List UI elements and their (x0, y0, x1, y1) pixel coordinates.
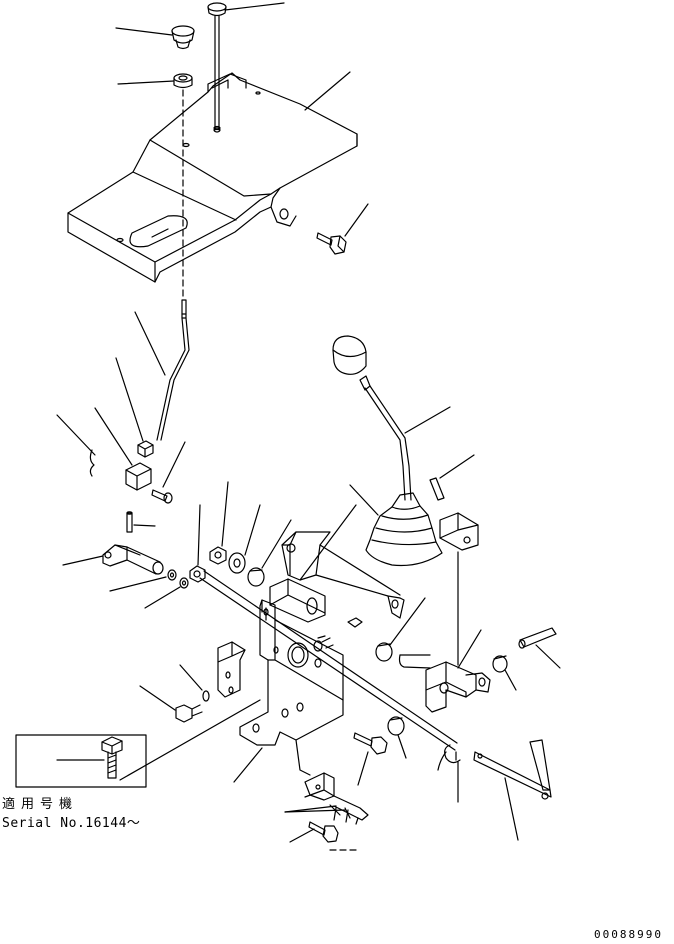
lever-knob (333, 336, 366, 374)
leader-line (57, 415, 95, 455)
leader-line (350, 485, 378, 515)
leader-line (225, 3, 284, 10)
lock-washer (203, 691, 209, 701)
axis-line (296, 740, 310, 775)
main-bracket-plate (240, 600, 343, 745)
leader-line (290, 829, 314, 842)
washer (168, 570, 176, 580)
leader-line (198, 505, 200, 565)
leader-line (234, 748, 262, 782)
pin-small (430, 478, 444, 500)
leader-line (405, 407, 450, 433)
break-symbol (90, 450, 94, 476)
serial-number: Serial No.16144～ (2, 816, 141, 831)
serial-label-jp: 適用号機 (2, 797, 79, 812)
bushing-right (493, 656, 507, 672)
washer-large (229, 553, 245, 573)
clamp-block (126, 463, 151, 490)
pin-right (519, 628, 556, 648)
nut-2 (190, 566, 205, 582)
bolt-cover (317, 233, 346, 254)
leader-line (390, 598, 425, 645)
leader-line (116, 28, 172, 35)
bushing (248, 568, 264, 586)
leader-line (285, 810, 345, 812)
leader-line (318, 636, 325, 638)
support-bracket (282, 532, 404, 618)
pivot-bracket (440, 513, 478, 550)
leader-line (334, 808, 336, 820)
leader-line (180, 665, 202, 690)
bolt-plate (354, 733, 387, 754)
bolt-lower-left (176, 705, 202, 722)
leader-line (345, 204, 368, 236)
snap-clip (438, 745, 460, 770)
leader-line (440, 455, 474, 478)
leader-line (346, 810, 348, 822)
knob-top (208, 3, 226, 132)
lower-bracket (305, 773, 368, 820)
main-housing (270, 579, 325, 622)
grommet (174, 74, 192, 88)
nut (138, 441, 153, 457)
leader-line (145, 587, 180, 608)
leader-line (305, 72, 350, 110)
leader-line (398, 735, 406, 758)
drawing-number: 00088990 (594, 928, 663, 941)
leader-line (358, 752, 368, 785)
leader-line (356, 818, 358, 824)
bolt-bottom (309, 822, 338, 842)
angle-bracket (218, 642, 245, 697)
shift-link-rod (200, 571, 457, 750)
yoke-fork (400, 655, 491, 712)
leader-line (163, 442, 185, 487)
leader-line (300, 505, 356, 580)
leader-line (95, 408, 132, 465)
leader-line (134, 525, 155, 526)
bracket-plate-small (348, 618, 362, 627)
leader-line (536, 645, 560, 668)
collar-lower (388, 717, 404, 735)
leader-line (505, 778, 518, 840)
leader-line (110, 577, 166, 591)
cap-plug (172, 26, 194, 49)
leader-line (458, 630, 481, 668)
lever-arm (103, 545, 163, 574)
shift-lever (360, 376, 411, 500)
leader-line (116, 358, 143, 441)
leader-line (245, 505, 260, 555)
leader-line (63, 556, 103, 565)
serial-inset-box (16, 735, 146, 787)
leader-line (285, 806, 336, 812)
washer-small (180, 578, 188, 588)
bolt-small (152, 490, 172, 503)
inset-callout-line (120, 700, 260, 780)
leader-line (140, 686, 175, 710)
leader-line (222, 482, 228, 546)
l-lever (474, 740, 551, 799)
pin (127, 512, 132, 532)
inset-bolt (102, 737, 122, 778)
floor-cover-plate (68, 73, 357, 282)
lever-boot (366, 493, 442, 566)
leader-line (505, 670, 516, 690)
leader-line (118, 81, 174, 84)
nut-3 (210, 547, 226, 564)
shift-rod (157, 300, 189, 440)
leader-line (262, 520, 291, 568)
collar-right (376, 643, 392, 661)
leader-line (135, 312, 165, 375)
nut-detail (322, 638, 333, 648)
